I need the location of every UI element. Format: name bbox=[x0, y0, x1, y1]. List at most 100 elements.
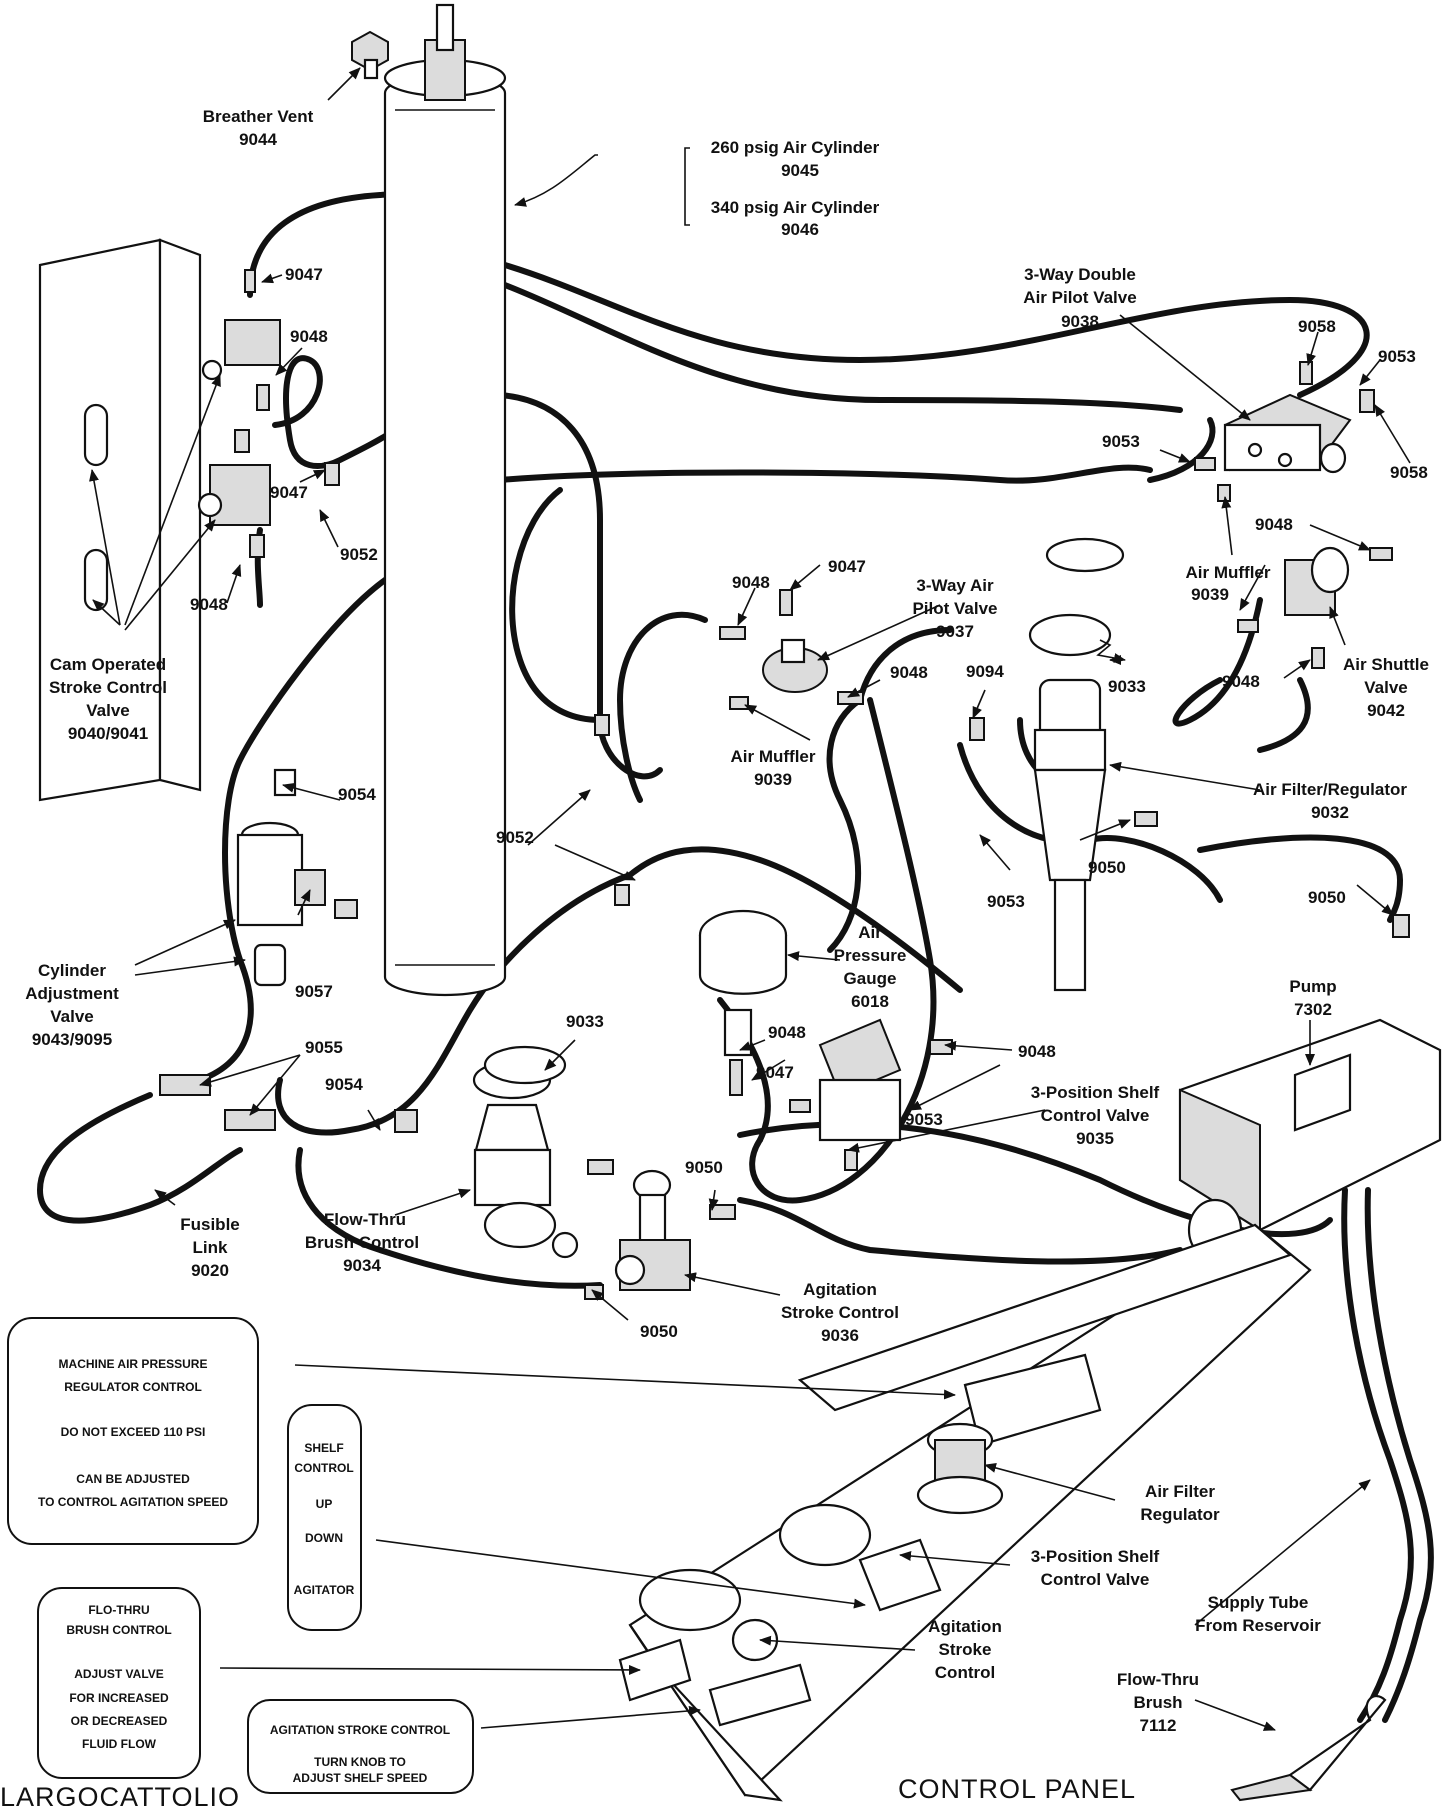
box-machine-air-4: CAN BE ADJUSTED bbox=[76, 1472, 190, 1486]
agitation-3: 9036 bbox=[821, 1326, 859, 1345]
cp-filter-2: Regulator bbox=[1140, 1505, 1220, 1524]
cp-shelf-1: 3-Position Shelf bbox=[1031, 1547, 1160, 1566]
cylinder-340-label-1: 340 psig Air Cylinder bbox=[711, 198, 880, 217]
flow-thru-1: Flow-Thru bbox=[324, 1210, 406, 1229]
air-gauge-4: 6018 bbox=[851, 992, 889, 1011]
breather-vent-part bbox=[351, 30, 389, 80]
cyl-adjust-1: Cylinder bbox=[38, 961, 106, 980]
air-shuttle-2: Valve bbox=[1364, 678, 1408, 697]
fusible-1: Fusible bbox=[180, 1215, 240, 1234]
cam-valve-label-1: Cam Operated bbox=[50, 655, 166, 674]
p9053-a: 9053 bbox=[1378, 347, 1416, 366]
cam-valve-label-2: Stroke Control bbox=[49, 678, 167, 697]
box-agit-2: TURN KNOB TO bbox=[314, 1755, 406, 1769]
box-flo-thru: FLO-THRU BRUSH CONTROL ADJUST VALVE FOR … bbox=[37, 1587, 201, 1779]
box-agit-3: ADJUST SHELF SPEED bbox=[293, 1771, 428, 1785]
p9054-a: 9054 bbox=[338, 785, 376, 804]
cyl-adjust-4: 9043/9095 bbox=[32, 1030, 112, 1049]
pump-2: 7302 bbox=[1294, 1000, 1332, 1019]
box-machine-air: MACHINE AIR PRESSURE REGULATOR CONTROL D… bbox=[7, 1317, 259, 1545]
cam-valve-label-3: Valve bbox=[86, 701, 130, 720]
bottom-left-cut-text: LARGOCATTOLIO bbox=[0, 1782, 240, 1806]
pump-1: Pump bbox=[1289, 977, 1336, 996]
p9033-l: 9033 bbox=[566, 1012, 604, 1031]
fusible-2: Link bbox=[193, 1238, 228, 1257]
p9054-b: 9054 bbox=[325, 1075, 363, 1094]
p9047-e: 9047 bbox=[756, 1063, 794, 1082]
box-shelf-2: CONTROL bbox=[294, 1461, 353, 1475]
box-flo-5: OR DECREASED bbox=[71, 1714, 168, 1728]
box-flo-1: FLO-THRU bbox=[88, 1603, 149, 1617]
box-shelf-5: AGITATOR bbox=[294, 1583, 355, 1597]
air-shuttle-part bbox=[1284, 546, 1350, 616]
p9052-left: 9052 bbox=[340, 545, 378, 564]
air-gauge-2: Pressure bbox=[834, 946, 907, 965]
cylinder-260-label-2: 9045 bbox=[781, 161, 819, 180]
leader-lines bbox=[89, 67, 1411, 1731]
box-machine-air-1: MACHINE AIR PRESSURE bbox=[59, 1357, 208, 1371]
box-agitation: AGITATION STROKE CONTROL TURN KNOB TO AD… bbox=[247, 1699, 474, 1794]
p9058-b: 9058 bbox=[1390, 463, 1428, 482]
p9055: 9055 bbox=[305, 1038, 343, 1057]
flow-control-part bbox=[472, 1060, 579, 1259]
air-muffler-right-2: 9039 bbox=[1191, 585, 1229, 604]
cp-agitation-2: Stroke bbox=[939, 1640, 992, 1659]
air-gauge-1: Air bbox=[858, 923, 882, 942]
box-shelf-4: DOWN bbox=[305, 1531, 343, 1545]
p9033-r: 9033 bbox=[1108, 677, 1146, 696]
box-flo-4: FOR INCREASED bbox=[69, 1691, 169, 1705]
air-muffler-center-1: Air Muffler bbox=[731, 747, 816, 766]
box-agit-1: AGITATION STROKE CONTROL bbox=[270, 1723, 450, 1737]
box-machine-air-5: TO CONTROL AGITATION SPEED bbox=[38, 1495, 228, 1509]
cylinder-340-label-2: 9046 bbox=[781, 220, 819, 239]
pilot-3way-2: Pilot Valve bbox=[912, 599, 997, 618]
p9047-mid: 9047 bbox=[270, 483, 308, 502]
air-muffler-right-1: Air Muffler bbox=[1186, 563, 1271, 582]
cyl-adjust-part bbox=[236, 768, 326, 987]
box-flo-2: BRUSH CONTROL bbox=[66, 1623, 171, 1637]
box-machine-air-2: REGULATOR CONTROL bbox=[64, 1380, 202, 1394]
pilot-3way-1: 3-Way Air bbox=[916, 576, 994, 595]
box-shelf-3: UP bbox=[316, 1497, 333, 1511]
agitation-1: Agitation bbox=[803, 1280, 877, 1299]
p9048-c: 9048 bbox=[732, 573, 770, 592]
p9052-center: 9052 bbox=[496, 828, 534, 847]
flow-thru-3: 9034 bbox=[343, 1256, 381, 1275]
brush-2: Brush bbox=[1133, 1693, 1182, 1712]
fusible-link-part bbox=[37, 1074, 276, 1224]
box-flo-3: ADJUST VALVE bbox=[74, 1667, 164, 1681]
box-flo-6: FLUID FLOW bbox=[82, 1737, 157, 1751]
cyl-adjust-2: Adjustment bbox=[25, 984, 119, 1003]
callout-labels: Breather Vent 9044 260 psig Air Cylinder… bbox=[0, 107, 1429, 1806]
gauge-part bbox=[698, 909, 788, 1057]
supply-tube-1: Supply Tube bbox=[1208, 1593, 1309, 1612]
p9050-e: 9050 bbox=[640, 1322, 678, 1341]
brush-part bbox=[1230, 1695, 1387, 1802]
p9094: 9094 bbox=[966, 662, 1004, 681]
fusible-3: 9020 bbox=[191, 1261, 229, 1280]
filter-regulator-part bbox=[1028, 537, 1125, 992]
shelf-valve-1: 3-Position Shelf bbox=[1031, 1083, 1160, 1102]
air-muffler-center-2: 9039 bbox=[754, 770, 792, 789]
shelf-valve-2: Control Valve bbox=[1041, 1106, 1150, 1125]
double-valve-label-1: 3-Way Double bbox=[1024, 265, 1136, 284]
pilot-3way-3: 9037 bbox=[936, 622, 974, 641]
cp-agitation-1: Agitation bbox=[928, 1617, 1002, 1636]
box-machine-air-3: DO NOT EXCEED 110 PSI bbox=[61, 1425, 206, 1439]
air-shuttle-1: Air Shuttle bbox=[1343, 655, 1429, 674]
p9048-f: 9048 bbox=[1018, 1042, 1056, 1061]
p9048-r2: 9048 bbox=[1222, 672, 1260, 691]
p9050-c: 9050 bbox=[1088, 858, 1126, 877]
cp-shelf-2: Control Valve bbox=[1041, 1570, 1150, 1589]
air-gauge-3: Gauge bbox=[844, 969, 897, 988]
supply-tube-2: From Reservoir bbox=[1195, 1616, 1321, 1635]
cam-valve-label-4: 9040/9041 bbox=[68, 724, 148, 743]
shelf-valve-3: 9035 bbox=[1076, 1129, 1114, 1148]
double-pilot-valve-part bbox=[1223, 393, 1352, 474]
brush-1: Flow-Thru bbox=[1117, 1670, 1199, 1689]
brush-3: 7112 bbox=[1140, 1716, 1177, 1735]
shelf-valve-part bbox=[818, 1018, 902, 1142]
p9053-d: 9053 bbox=[905, 1110, 943, 1129]
p9053-c: 9053 bbox=[987, 892, 1025, 911]
